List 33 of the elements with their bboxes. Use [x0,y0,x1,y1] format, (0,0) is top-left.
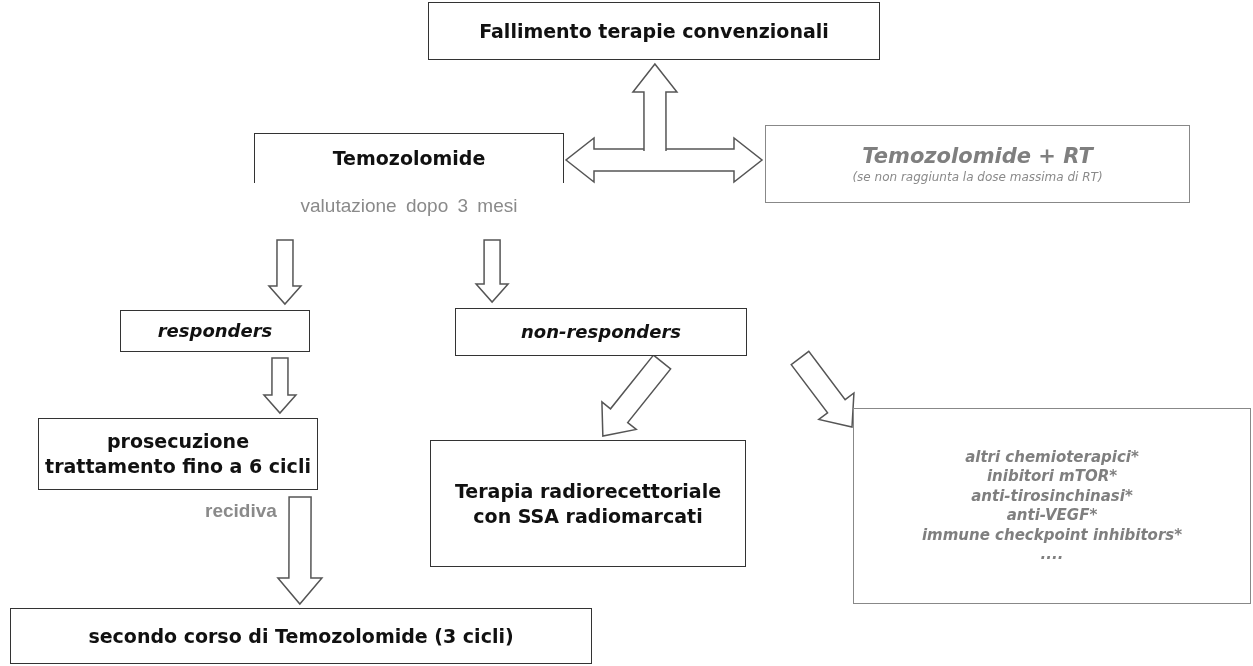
node-subtext: .... [1039,545,1065,565]
node-subtext: inibitori mTOR* [985,467,1119,487]
process-box [10,608,592,664]
block-arrow [474,239,510,304]
node-text: Temozolomide [331,146,487,171]
node-text: prosecuzione trattamento fino a 6 cicli [44,429,312,479]
node-text: secondo corso di Temozolomide (3 cicli) [87,623,515,649]
process-box [120,310,310,352]
node-text: altri chemioterapici* [964,447,1140,467]
node-text: Temozolomide + RT [861,142,1095,170]
node-text: Fallimento terapie convenzionali [478,18,830,44]
block-arrow [267,239,303,306]
process-box [430,440,746,567]
process-box [38,418,318,490]
node-text: Terapia radiorecettoriale con SSA radiomarcati [453,478,723,529]
node-subtext: (se non raggiunta la dose massima di RT) [851,169,1104,186]
block-arrow [790,350,855,428]
process-box [853,408,1251,604]
node-text: responders [156,319,274,343]
block-arrow [276,496,324,606]
block-arrow [564,136,764,184]
node-subtext: anti-tirosinchinasi* [970,486,1134,506]
edge-label: recidiva [205,500,277,522]
node-subtext: anti-VEGF* [1005,506,1099,526]
node-text: non-responders [520,320,682,344]
block-arrow [601,354,672,437]
process-box [428,2,880,60]
note-text: valutazione dopo 3 mesi [299,195,519,217]
block-arrow [262,357,298,415]
process-box [455,308,747,356]
node-subtext: immune checkpoint inhibitors* [920,525,1184,545]
block-arrow [631,62,679,152]
process-box [765,125,1190,203]
